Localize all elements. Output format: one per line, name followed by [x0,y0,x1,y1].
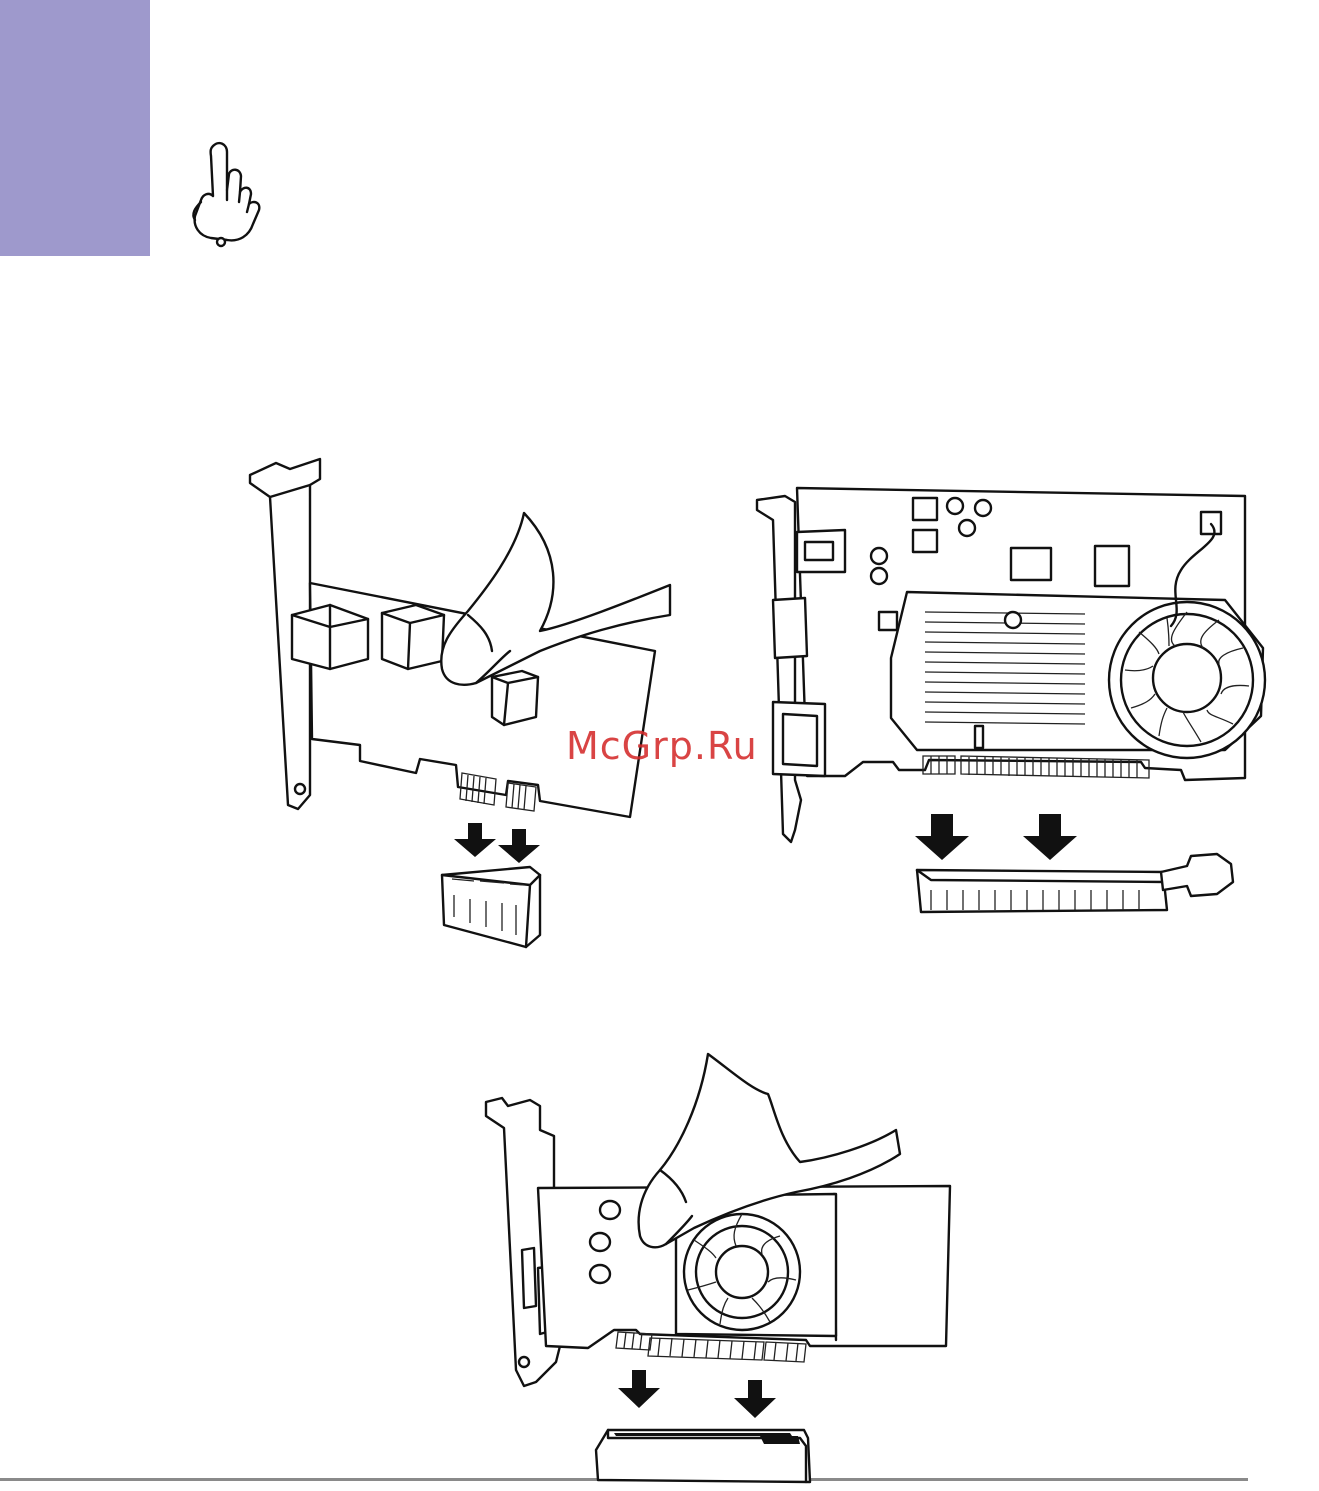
pointing-hand-icon [185,138,280,248]
pci-card-insertion-figure [480,1050,970,1480]
pcie-x1-card-insertion-figure [240,455,680,955]
pcie-x16-graphics-card-insertion-figure [755,480,1275,920]
section-color-tab [0,0,150,256]
watermark-text: McGrp.Ru [566,724,758,768]
